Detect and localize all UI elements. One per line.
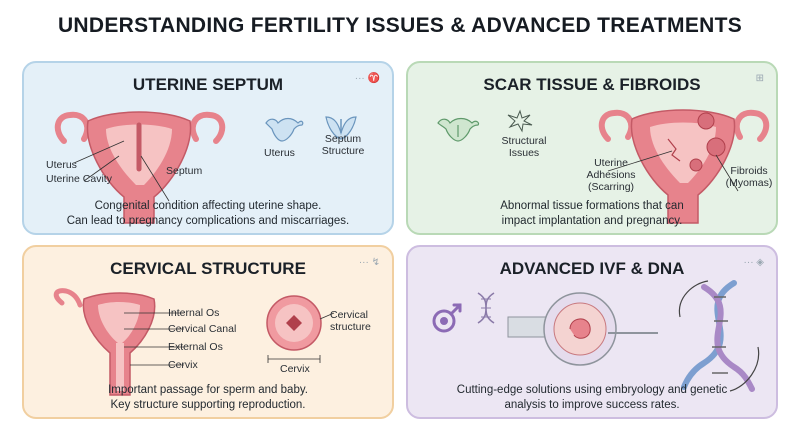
cervix-bottom-label: Cervix <box>280 363 310 375</box>
advanced-ivf-title: ADVANCED IVF & DNA <box>499 259 685 278</box>
cervical-structure-panel: CERVICAL STRUCTURE ··· ↯ Internal Os Cer… <box>22 245 394 419</box>
male-symbol-icon <box>432 303 462 333</box>
scar-description-line1: Abnormal tissue formations that can <box>500 200 684 212</box>
internal-os-label: Internal Os <box>168 307 220 319</box>
cervix-uterus-diagram <box>53 288 184 396</box>
cervical-structure-label: Cervical structure <box>330 309 371 333</box>
external-os-label: External Os <box>168 341 223 353</box>
scar-description-line2: impact implantation and pregnancy. <box>501 215 683 227</box>
septum-label: Septum <box>166 165 203 177</box>
septum-description-line2: Can lead to pregnancy complications and … <box>66 215 350 227</box>
fibroid-uterus-diagram <box>598 109 770 224</box>
uterine-septum-panel: UTERINE SEPTUM ··· ♈ Uterus Uterine Cavi… <box>22 61 394 235</box>
cervical-structure-title: CERVICAL STRUCTURE <box>110 259 306 278</box>
septum-structure-label: Septum Structure <box>321 133 365 157</box>
uterus-small-label: Uterus <box>264 147 295 159</box>
page-title: UNDERSTANDING FERTILITY ISSUES & ADVANCE… <box>57 14 743 37</box>
cervix-crosssection-diagram <box>266 295 335 363</box>
uterine-septum-title: UTERINE SEPTUM <box>132 75 284 94</box>
structural-issues-label: Structural Issues <box>501 135 547 159</box>
cervical-canal-label: Cervical Canal <box>168 323 237 335</box>
small-dna-icon <box>477 292 495 324</box>
uterus-label: Uterus <box>46 159 77 171</box>
cervix-label: Cervix <box>168 359 198 371</box>
septum-structure-icon <box>325 116 357 140</box>
target-corner-icon: ··· ◈ <box>743 257 764 268</box>
uterus-corner-icon: ··· ♈ <box>354 73 380 84</box>
sperm-corner-icon: ··· ↯ <box>358 257 380 268</box>
uterine-cavity-label: Uterine Cavity <box>46 173 112 185</box>
ivf-description-line2: analysis to improve success rates. <box>504 399 680 411</box>
uterine-adhesions-label: Uterine Adhesions (Scarring) <box>586 157 636 193</box>
structural-issues-icon <box>507 109 533 133</box>
first-aid-icon: ⊞ <box>755 73 764 84</box>
ivf-description-line1: Cutting-edge solutions using embryology … <box>456 384 728 396</box>
scar-tissue-title: SCAR TISSUE & FIBROIDS <box>483 75 701 94</box>
cervix-description-line1: Important passage for sperm and baby. <box>108 384 308 396</box>
septum-uterus-diagram <box>54 111 226 224</box>
small-green-uterus-icon <box>437 117 480 142</box>
septum-description-line1: Congenital condition affecting uterine s… <box>94 200 322 212</box>
scar-tissue-panel: SCAR TISSUE & FIBROIDS ⊞ Structural Issu… <box>406 61 778 235</box>
fibroids-label: Fibroids (Myomas) <box>725 165 773 189</box>
embryo-microscope-diagram <box>507 292 658 366</box>
small-uterus-icon <box>265 117 304 142</box>
dna-helix-diagram <box>678 280 760 392</box>
advanced-ivf-panel: ADVANCED IVF & DNA ··· ◈ Cutting-edge so… <box>406 245 778 419</box>
cervix-description-line2: Key structure supporting reproduction. <box>110 399 306 411</box>
